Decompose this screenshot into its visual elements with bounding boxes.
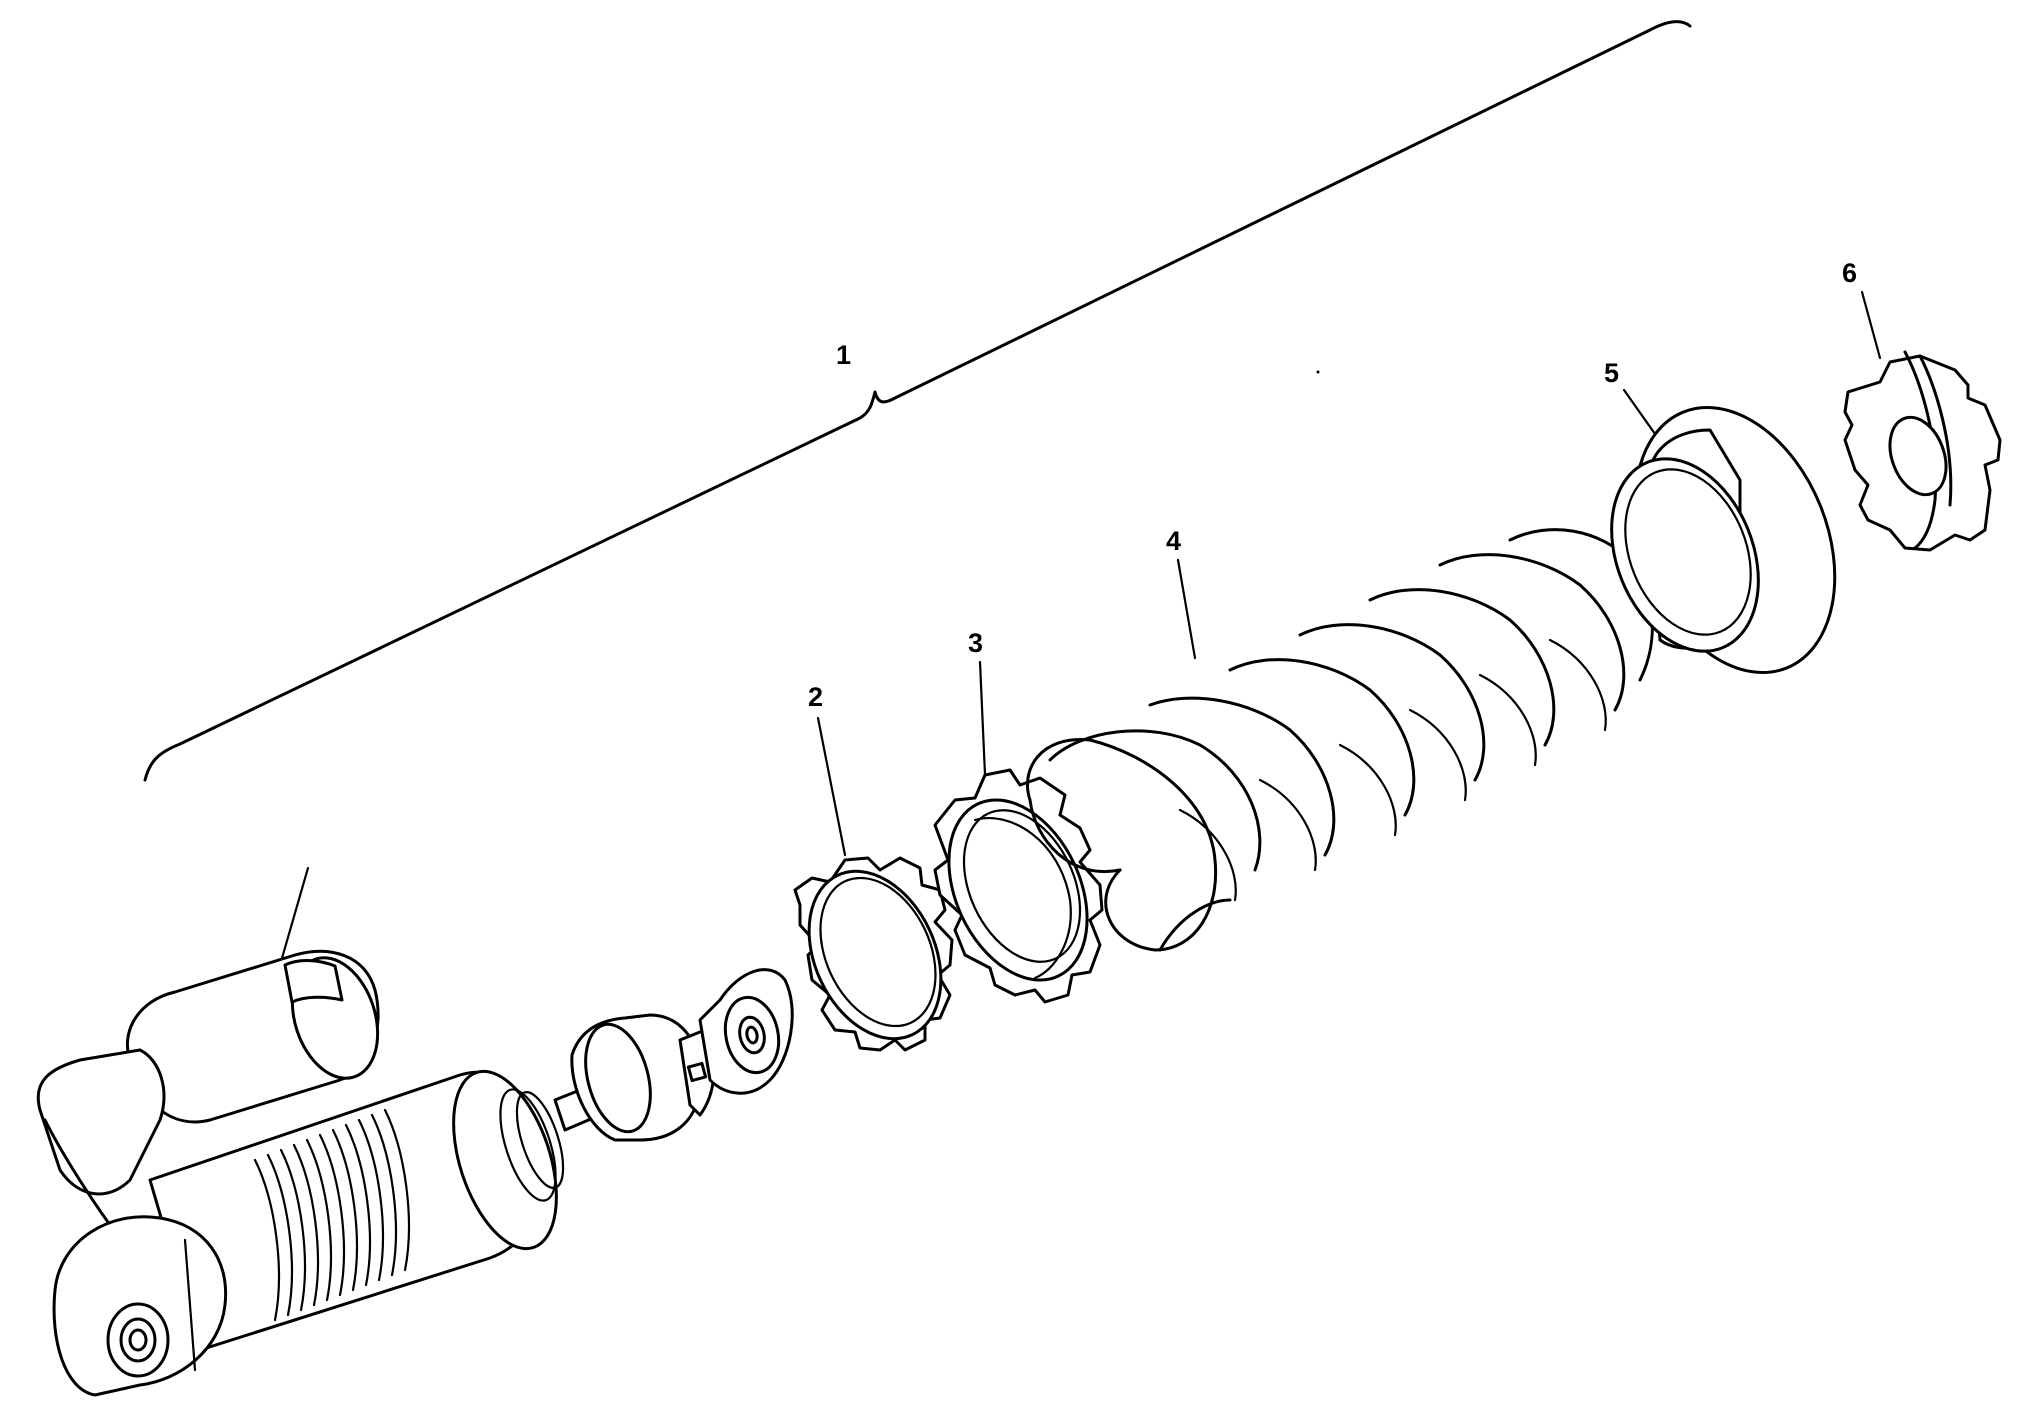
lock-ring — [793, 856, 954, 1052]
callout-labels: 1 2 3 4 5 6 — [808, 258, 1857, 712]
callout-2: 2 — [808, 682, 823, 712]
callout-4: 4 — [1166, 526, 1181, 556]
callout-1: 1 — [836, 340, 851, 370]
spring-seat — [1610, 405, 1837, 675]
split-collet — [1843, 350, 2002, 552]
coil-spring — [1026, 528, 1654, 952]
ribbed-collar — [253, 1108, 410, 1322]
shock-absorber-body — [36, 949, 565, 1397]
leader-line-6 — [1860, 290, 1882, 360]
leader-line-4 — [1176, 558, 1197, 660]
callout-5: 5 — [1604, 358, 1619, 388]
callout-3: 3 — [968, 628, 983, 658]
leader-line-reservoir — [276, 866, 310, 974]
callout-6: 6 — [1842, 258, 1857, 288]
stray-dot — [1316, 370, 1320, 374]
assembly-bracket — [143, 20, 1692, 782]
adjuster-nut — [933, 768, 1104, 1004]
piston-rod-assembly — [553, 968, 794, 1142]
leader-lines — [276, 290, 1882, 974]
leader-line-2 — [816, 716, 847, 857]
leader-line-3 — [978, 660, 987, 777]
